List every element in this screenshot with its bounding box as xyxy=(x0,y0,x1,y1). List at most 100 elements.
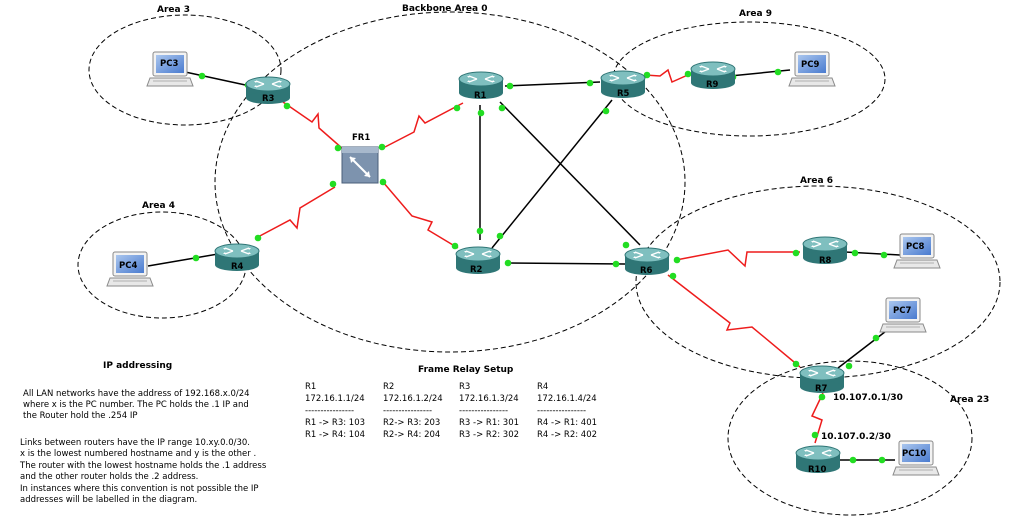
router-r4-label: R4 xyxy=(231,262,244,272)
router-r1-label: R1 xyxy=(474,91,487,101)
link-r2-r6[interactable] xyxy=(504,262,626,265)
port-dot xyxy=(504,259,512,267)
link-r1-r6[interactable] xyxy=(499,101,641,246)
r10-link-ip-label: 10.107.0.2/30 xyxy=(821,432,891,442)
fr-dlci: R4 -> R1: 401 xyxy=(537,418,597,428)
ethernet-links xyxy=(147,69,901,461)
fr-separator: ---------------- xyxy=(537,406,586,416)
frame-relay-switch-label: FR1 xyxy=(352,133,370,143)
fr-dlci: R4 -> R2: 402 xyxy=(537,430,597,440)
frame-relay-switch-fr1[interactable] xyxy=(341,146,379,184)
pc9-label: PC9 xyxy=(801,60,819,70)
port-dot xyxy=(622,241,630,249)
port-dot xyxy=(329,180,337,188)
link-r3-fr1[interactable] xyxy=(282,101,344,150)
port-dot xyxy=(811,431,819,439)
ip-addressing-line: the Router hold the .254 IP xyxy=(23,411,137,421)
area9-ellipse xyxy=(612,21,886,137)
port-dot xyxy=(612,260,620,268)
area23-label: Area 23 xyxy=(950,395,989,405)
link-r6-r7[interactable] xyxy=(667,274,801,368)
ip-addressing-notes: IP addressing All LAN networks have the … xyxy=(19,361,267,505)
router-r10-label: R10 xyxy=(808,465,826,475)
link-pc4-r4[interactable] xyxy=(147,253,219,267)
ip-addressing-title: IP addressing xyxy=(103,361,172,371)
router-r9-label: R9 xyxy=(706,80,719,90)
area23-ellipse xyxy=(727,360,973,516)
fr-separator: ---------------- xyxy=(383,406,432,416)
port-dot xyxy=(872,334,880,342)
port-dot xyxy=(476,227,484,235)
fr-separator: ---------------- xyxy=(459,406,508,416)
serial-links xyxy=(255,68,824,444)
link-r1-r5[interactable] xyxy=(504,81,601,87)
port-dot xyxy=(792,249,800,257)
port-dot xyxy=(880,251,888,259)
link-r7-pc7[interactable] xyxy=(837,327,891,369)
fr-router-ip: 172.16.1.1/24 xyxy=(305,394,365,404)
pc8-label: PC8 xyxy=(906,242,924,252)
port-dot xyxy=(774,68,782,76)
port-dot xyxy=(334,144,342,152)
area4-label: Area 4 xyxy=(142,201,175,211)
ip-addressing-line: In instances where this convention is no… xyxy=(20,484,259,494)
router-r2-label: R2 xyxy=(470,265,483,275)
fr-router-name: R2 xyxy=(383,382,394,392)
port-dot xyxy=(669,272,677,280)
port-dot xyxy=(845,362,853,370)
router-r6-label: R6 xyxy=(640,266,653,276)
fr-router-name: R1 xyxy=(305,382,316,392)
port-dot xyxy=(851,249,859,257)
router-r3-label: R3 xyxy=(262,94,275,104)
ip-addressing-line: x is the lowest numbered hostname and y … xyxy=(20,449,256,459)
link-r6-r8[interactable] xyxy=(675,249,800,268)
port-dot xyxy=(379,178,387,186)
backbone-area-ellipse xyxy=(214,11,686,353)
port-dot xyxy=(198,72,206,80)
fr-separator: ---------------- xyxy=(305,406,354,416)
port-dot xyxy=(818,393,826,401)
link-r2-fr1[interactable] xyxy=(382,181,459,249)
ip-addressing-line: Links between routers have the IP range … xyxy=(20,438,250,448)
port-dot xyxy=(498,104,506,112)
router-r7-label: R7 xyxy=(815,384,828,394)
pc7-label: PC7 xyxy=(893,306,911,316)
area3-label: Area 3 xyxy=(157,5,190,15)
port-dot xyxy=(496,232,504,240)
link-pc3-r3[interactable] xyxy=(175,69,251,87)
link-r4-fr1[interactable] xyxy=(255,186,336,239)
pc10-label: PC10 xyxy=(902,449,926,459)
port-dot xyxy=(684,70,692,78)
port-dot xyxy=(254,234,262,242)
ip-addressing-line: The router with the lowest hostname hold… xyxy=(19,461,267,471)
router-r5-label: R5 xyxy=(617,89,630,99)
port-dots xyxy=(192,68,888,464)
link-r5-r2[interactable] xyxy=(491,99,613,249)
link-r1-fr1[interactable] xyxy=(384,102,464,148)
fr-router-ip: 172.16.1.3/24 xyxy=(459,394,519,404)
port-dot xyxy=(506,82,514,90)
fr-dlci: R1 -> R4: 104 xyxy=(305,430,365,440)
port-dot xyxy=(451,242,459,250)
link-r5-r9[interactable] xyxy=(644,68,691,84)
fr-router-name: R3 xyxy=(459,382,470,392)
port-dot xyxy=(586,79,594,87)
fr-router-ip: 172.16.1.2/24 xyxy=(383,394,443,404)
area3-ellipse xyxy=(88,14,282,126)
port-dot xyxy=(849,456,857,464)
port-dot xyxy=(792,360,800,368)
pc3-label: PC3 xyxy=(160,59,178,69)
fr-dlci: R3 -> R2: 302 xyxy=(459,430,519,440)
fr-router-ip: 172.16.1.4/24 xyxy=(537,394,597,404)
link-r7-r10[interactable] xyxy=(810,392,824,444)
ip-addressing-line: addresses will be labelled in the diagra… xyxy=(20,495,197,505)
area6-ellipse xyxy=(635,185,1001,379)
port-dot xyxy=(477,109,485,117)
fr-router-name: R4 xyxy=(537,382,548,392)
port-dot xyxy=(602,107,610,115)
pc3[interactable] xyxy=(146,51,194,87)
backbone-area-label: Backbone Area 0 xyxy=(402,4,488,14)
frame-relay-title: Frame Relay Setup xyxy=(418,365,514,375)
fr-dlci: R1 -> R3: 103 xyxy=(305,418,365,428)
